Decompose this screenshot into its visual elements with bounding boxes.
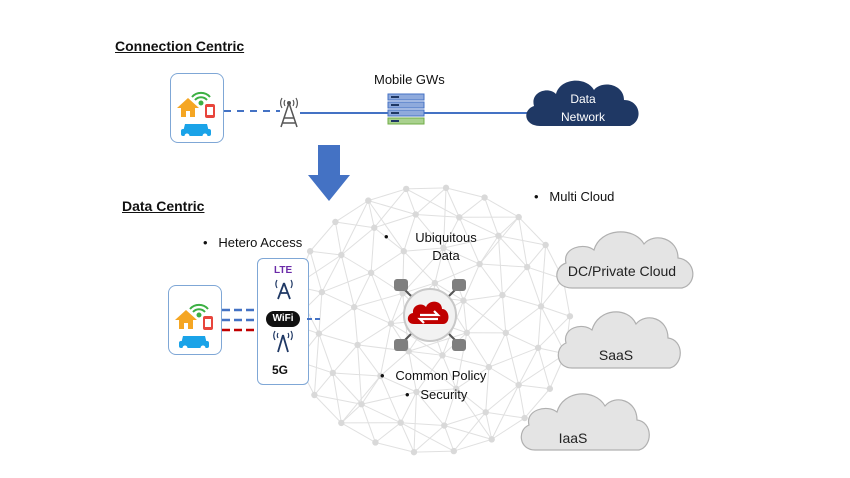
cloud-swap-icon [407,301,449,324]
house-icon [177,98,199,117]
cell-tower-icon [275,279,293,300]
saas-cloud-label: SaaS [598,347,634,363]
house-icon [175,310,197,329]
ubiquitous-data-label: Ubiquitous Data [415,230,477,263]
down-arrow-icon [308,145,350,201]
car-icon [179,336,209,351]
five-g-label: 5G [272,363,289,377]
lte-label: LTE [274,265,293,276]
wifi-antenna-icon [273,330,293,353]
dc-private-cloud-shape [556,231,694,289]
common-policy-label: Common Policy [395,368,487,383]
server-rack-icon [387,93,425,125]
hetero-access-label: Hetero Access [218,235,303,250]
access-links [222,308,258,332]
devices-icon-group [177,91,215,139]
access-to-mesh-link [307,318,323,320]
saas-cloud-shape [557,311,681,369]
data-hub [394,279,466,351]
bullet-hetero-access: • Hetero Access [203,235,303,250]
car-icon [181,124,211,139]
iaas-cloud-shape [520,393,650,451]
wifi-icon [191,91,211,106]
watch-icon [203,316,213,330]
multi-cloud-label: Multi Cloud [549,189,615,204]
bullet-multi-cloud: • Multi Cloud [534,189,615,204]
watch-icon [205,104,215,118]
wifi-icon [189,303,209,318]
bullet-ubiquitous-data: • [384,229,389,244]
hetero-access-box: LTE WiFi 5G [257,258,309,385]
device-group-top [170,73,224,143]
dc-private-cloud-label: DC/Private Cloud [567,263,677,279]
connection-centric-heading: Connection Centric [115,38,245,54]
security-label: Security [420,387,468,402]
data-network-cloud [526,80,639,126]
data-centric-heading: Data Centric [122,198,205,214]
bullet-common-policy: • Common Policy [380,368,487,383]
mobile-gws-label: Mobile GWs [374,72,445,87]
cell-tower-icon [280,97,298,128]
devices-icon-group [175,303,213,351]
wifi-badge: WiFi [266,311,300,327]
dashed-link-top [224,110,280,112]
device-group-bottom [168,285,222,355]
iaas-cloud-label: IaaS [558,430,588,446]
database-icon [394,279,466,351]
bullet-security: • Security [405,387,468,402]
data-network-label: Data Network [560,92,605,124]
